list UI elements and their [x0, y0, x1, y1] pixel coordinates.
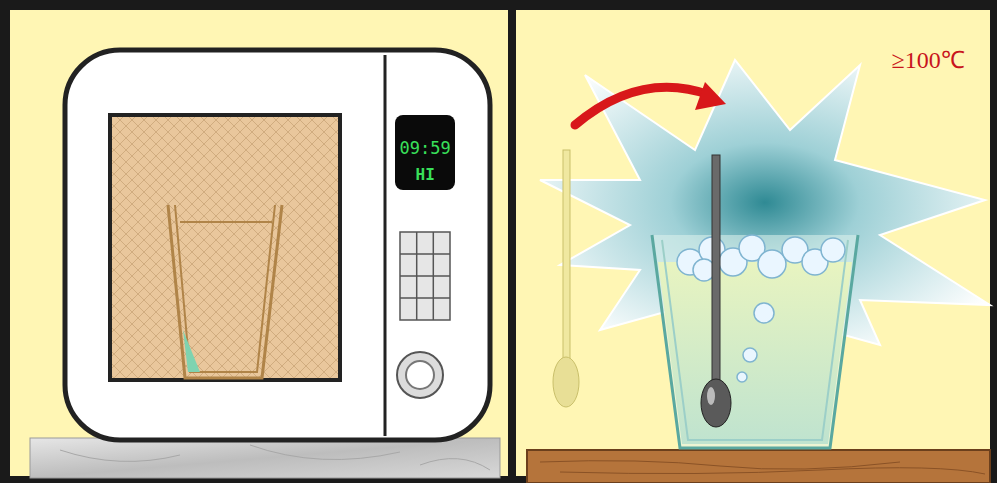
- water-line: [180, 221, 272, 223]
- display: [395, 115, 455, 190]
- right-panel: [516, 10, 990, 476]
- microwave-body: [65, 50, 490, 440]
- dial-knob: [406, 361, 434, 389]
- door-edge: [384, 55, 387, 436]
- spoon: [712, 155, 720, 395]
- counter: [30, 438, 500, 478]
- table: [527, 450, 990, 483]
- arrow-head: [695, 82, 726, 110]
- display-time: 09:59: [400, 140, 451, 157]
- motion-arrow: [575, 87, 710, 125]
- left-panel: [10, 10, 508, 476]
- spoon-before: [563, 150, 570, 372]
- spoon-shine: [707, 387, 715, 405]
- glass: [168, 205, 282, 378]
- window-mesh: [110, 115, 340, 380]
- glass-outline: [652, 235, 858, 448]
- display-power: HI: [416, 167, 435, 183]
- dial: [397, 352, 443, 398]
- temperature-label: ≥100℃: [892, 48, 965, 72]
- glass-body: [652, 235, 858, 448]
- marble-vein: [60, 445, 490, 470]
- glass-inner: [662, 240, 848, 440]
- glass-inner: [175, 205, 275, 372]
- bubbles: [677, 235, 845, 382]
- spoon-bowl: [701, 379, 731, 427]
- water-tint: [183, 330, 200, 372]
- liquid: [658, 262, 852, 444]
- keypad: [400, 232, 450, 320]
- spoon-before-bowl: [553, 357, 579, 407]
- wood-grain: [540, 461, 985, 474]
